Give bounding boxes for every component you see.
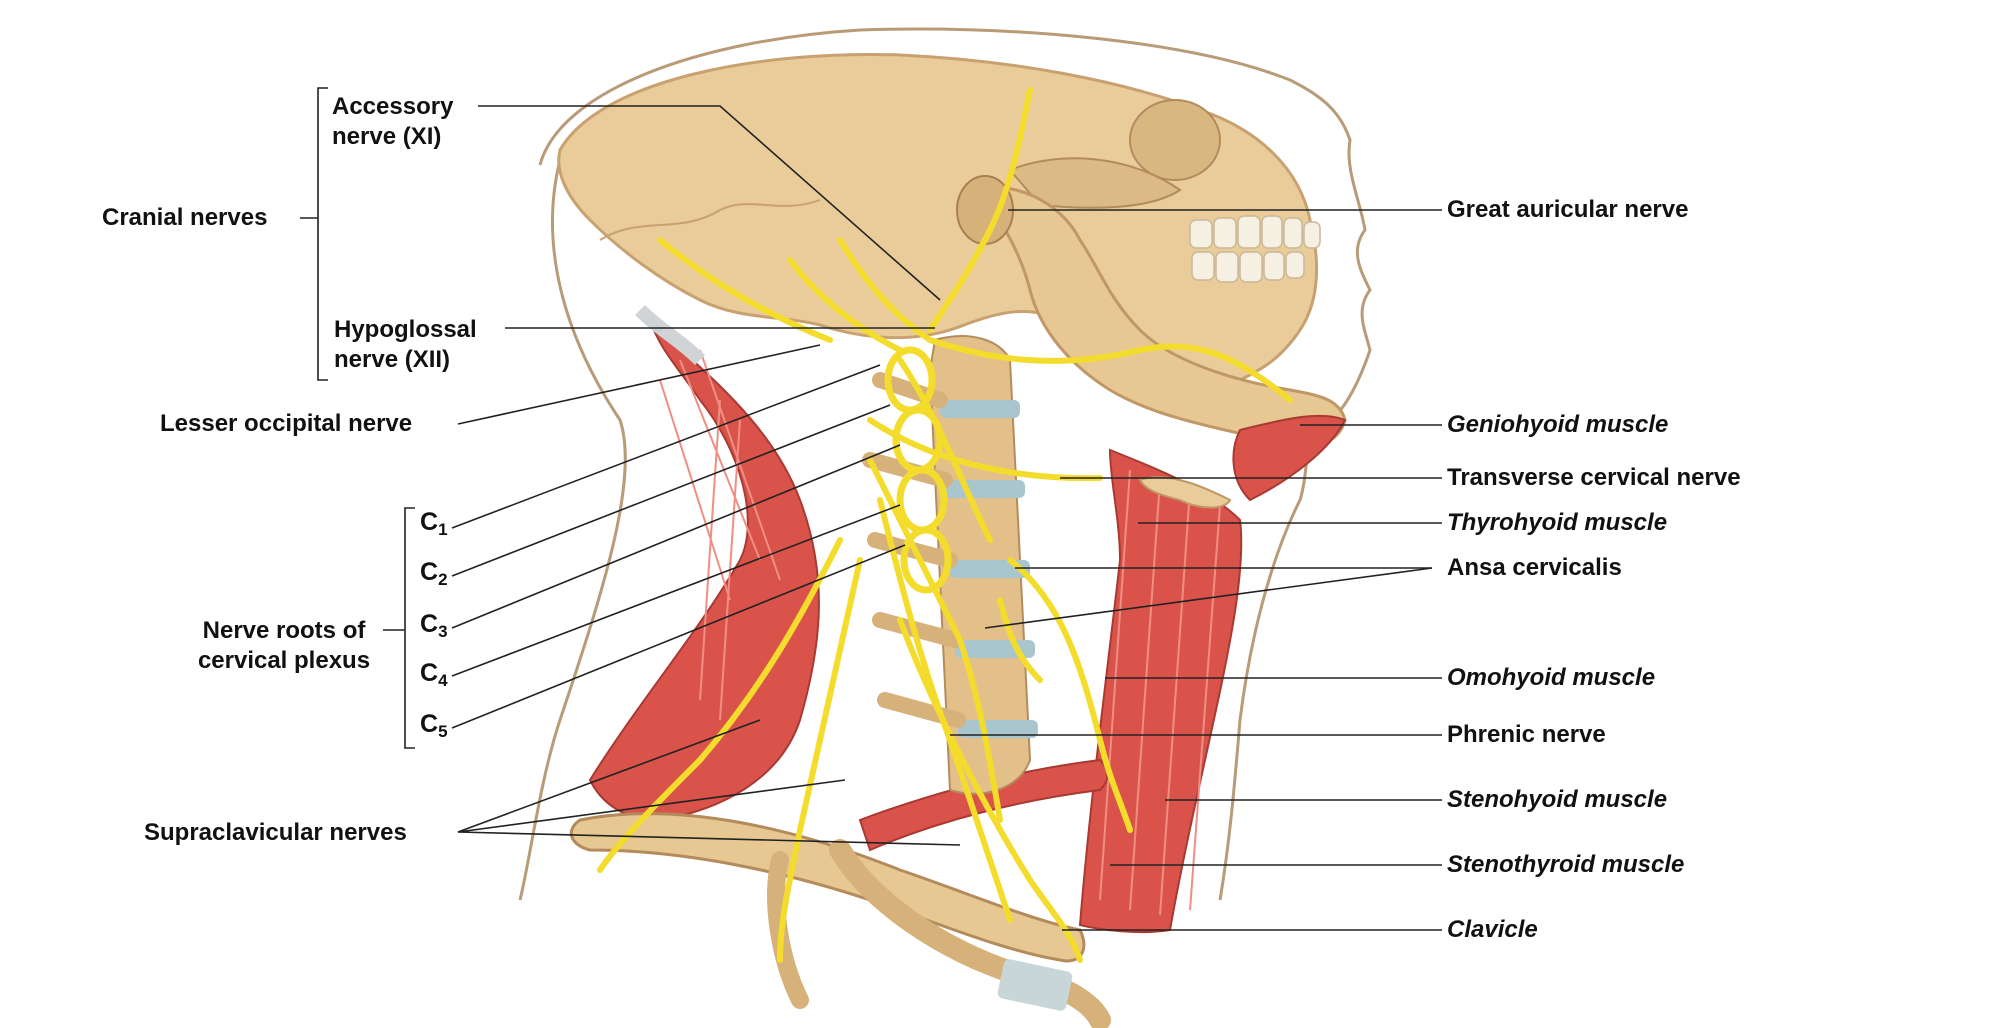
- root-c2-label: C2: [420, 558, 448, 590]
- root-number: 3: [438, 622, 448, 641]
- root-letter: C: [420, 610, 439, 638]
- zygomatic-arch: [1008, 157, 1182, 209]
- root-c1-label: C1: [420, 508, 448, 540]
- great-auricular-nerve-label: Great auricular nerve: [1447, 196, 1689, 223]
- nerve-roots-label: Nerve roots of cervical plexus: [197, 617, 371, 674]
- geniohyoid-muscle-label: Geniohyoid muscle: [1447, 411, 1669, 438]
- levator-tendon: [635, 304, 705, 366]
- geniohyoid-belly: [1232, 414, 1347, 502]
- transverse-cervical-nerve-label: Transverse cervical nerve: [1447, 464, 1741, 491]
- first-rib: [829, 839, 1111, 1028]
- orbit: [1129, 99, 1221, 181]
- root-letter: C: [420, 710, 439, 738]
- hypoglossal-nerve-label: Hypoglossal nerve (XII): [334, 316, 477, 373]
- thyrohyoid-muscle-label: Thyrohyoid muscle: [1447, 509, 1668, 536]
- strap-fibers: [1099, 469, 1221, 916]
- stenothyroid-muscle-label: Stenothyroid muscle: [1447, 851, 1685, 878]
- root-letter: C: [420, 659, 439, 687]
- teeth: [1189, 215, 1321, 283]
- rib-cartilage: [997, 959, 1073, 1011]
- omohyoid-muscle-label: Omohyoid muscle: [1447, 664, 1656, 691]
- bracket-cranial: [317, 87, 328, 381]
- bracket-roots: [404, 507, 415, 749]
- root-number: 2: [438, 570, 448, 589]
- clavicle-bone: [569, 812, 1086, 963]
- lesser-occipital-nerve-label: Lesser occipital nerve: [160, 410, 413, 437]
- root-number: 5: [438, 722, 448, 741]
- accessory-nerve-label: Accessory nerve (XI): [332, 93, 454, 150]
- root-c3-label: C3: [420, 610, 448, 642]
- supraclavicular-nerves-label: Supraclavicular nerves: [144, 819, 407, 846]
- root-number: 4: [438, 671, 448, 690]
- phrenic-nerve-label: Phrenic nerve: [1447, 721, 1606, 748]
- ansa-cervicalis-label: Ansa cervicalis: [1447, 554, 1622, 581]
- root-letter: C: [420, 558, 439, 586]
- nerve-root-loops: [884, 346, 952, 594]
- leader-lines: [300, 87, 1442, 931]
- hyoid-bone: [1138, 476, 1232, 509]
- head-skin-outline: [538, 27, 1372, 901]
- clavicle-label: Clavicle: [1447, 916, 1538, 943]
- skull-suture: [599, 199, 821, 241]
- stenohyoid-muscle-label: Stenohyoid muscle: [1447, 786, 1668, 813]
- root-number: 1: [438, 520, 448, 539]
- root-c5-label: C5: [420, 710, 448, 742]
- root-letter: C: [420, 508, 439, 536]
- cranial-nerves-label: Cranial nerves: [102, 204, 268, 231]
- trapezius-muscle: [588, 319, 820, 822]
- trapezius-fibers: [659, 349, 781, 721]
- root-c4-label: C4: [420, 659, 448, 691]
